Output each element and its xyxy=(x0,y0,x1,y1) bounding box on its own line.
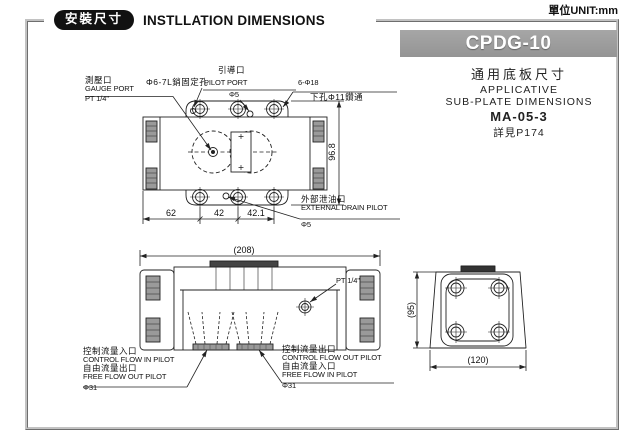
flow-callout-left: 控制流量入口 CONTROL FLOW IN PILOT 自由流量出口 FREE… xyxy=(83,346,175,392)
drain-port-callout: 外部泄油口 EXTERNAL DRAIN PILOT xyxy=(301,194,388,212)
side-view-geometry xyxy=(429,265,527,349)
dim-42-1: 42.1 xyxy=(247,208,265,218)
model-banner: CPDG-10 xyxy=(400,30,617,57)
top-view-leaders xyxy=(85,87,400,220)
section-badge: 安裝尺寸 xyxy=(54,10,135,30)
front-view-geometry xyxy=(139,260,381,351)
info-subtitle-2: SUB-PLATE DIMENSIONS xyxy=(445,96,593,109)
info-subtitle-1: APPLICATIVE xyxy=(480,84,558,96)
flow-left-size: Φ31 xyxy=(83,382,98,392)
flow-left-zh1: 控制流量入口 xyxy=(83,346,138,356)
bolt-holes xyxy=(190,99,284,207)
hidden-flow-lines xyxy=(187,311,279,345)
bolt-hole-callout-line1: 6-Φ18 xyxy=(298,78,319,87)
pilot-port-size: Φ5 xyxy=(229,90,239,99)
flow-right-size: Φ31 xyxy=(282,380,297,390)
mount-slot xyxy=(145,120,158,143)
top-view-dimensions xyxy=(142,100,344,224)
top-view-geometry xyxy=(142,99,328,207)
flow-callout-right: 控制流量出口 CONTROL FLOW OUT PILOT 自由流量入口 FRE… xyxy=(282,344,382,390)
dim-120: (120) xyxy=(467,355,488,365)
page-title: INSTLLATION DIMENSIONS xyxy=(143,13,325,28)
info-reference: 詳見P174 xyxy=(493,127,545,140)
dim-95: (95) xyxy=(406,302,416,318)
flow-right-en2: FREE FLOW IN PILOT xyxy=(282,369,358,379)
flow-right-en1: CONTROL FLOW OUT PILOT xyxy=(282,353,382,362)
side-bolt-holes xyxy=(445,277,510,343)
model-banner-text: CPDG-10 xyxy=(465,32,552,54)
pin-hole xyxy=(190,108,196,114)
unit-note: 單位UNIT:mm xyxy=(548,5,618,17)
gauge-port-label-en: GAUGE PORT xyxy=(85,84,134,93)
port-strip xyxy=(192,343,230,351)
mount-slot xyxy=(145,167,158,190)
dim-96-8: 96.8 xyxy=(327,143,337,161)
mount-slot xyxy=(312,120,325,143)
drain-port-label-en: EXTERNAL DRAIN PILOT xyxy=(301,203,388,212)
leader-arrows xyxy=(194,99,290,202)
pilot-port-label-zh: 引導口 xyxy=(218,65,246,75)
pilot-hole xyxy=(246,110,254,118)
drain-hole xyxy=(222,192,230,200)
side-view-arrows xyxy=(414,272,526,370)
front-view-dimensions xyxy=(83,250,394,388)
dim-208: (208) xyxy=(233,245,254,255)
dim-42: 42 xyxy=(214,208,224,218)
port-strip xyxy=(236,343,274,351)
front-view-arrows xyxy=(140,253,380,358)
side-view-dimensions xyxy=(413,271,527,371)
gauge-port-label-zh: 測壓口 xyxy=(85,75,113,85)
info-panel: 通用底板尺寸 APPLICATIVE SUB-PLATE DIMENSIONS … xyxy=(420,64,618,140)
flow-left-en2: FREE FLOW OUT PILOT xyxy=(83,371,167,381)
mount-slot xyxy=(312,167,325,190)
flow-left-en1: CONTROL FLOW IN PILOT xyxy=(83,355,175,364)
pilot-port-label-en: PILOT PORT xyxy=(204,78,248,87)
info-title-zh: 通用底板尺寸 xyxy=(470,67,567,82)
coil-slot xyxy=(145,317,161,343)
pin-hole-callout: Φ6-7L銷固定孔 xyxy=(146,77,209,87)
coil-slot xyxy=(359,275,375,301)
drain-port-size: Φ5 xyxy=(301,220,311,229)
pt-port-callout: PT 1/4" xyxy=(336,276,360,285)
info-model-code: MA-05-3 xyxy=(490,109,548,125)
coil-slot xyxy=(359,317,375,343)
dimension-arrows xyxy=(143,101,342,222)
flow-right-zh1: 控制流量出口 xyxy=(282,344,337,354)
flow-right-zh2: 自由流量入口 xyxy=(282,360,337,371)
gauge-port-callout: 測壓口 GAUGE PORT PT 1/4" xyxy=(85,75,134,103)
gauge-port-size: PT 1/4" xyxy=(85,93,109,103)
coil-slot xyxy=(145,275,161,301)
bolt-hole-callout-line2: 下孔Φ11鑽通 xyxy=(310,92,364,102)
flow-left-zh2: 自由流量出口 xyxy=(83,362,138,373)
drain-port-label-zh: 外部泄油口 xyxy=(301,194,347,204)
dim-62: 62 xyxy=(166,208,176,218)
